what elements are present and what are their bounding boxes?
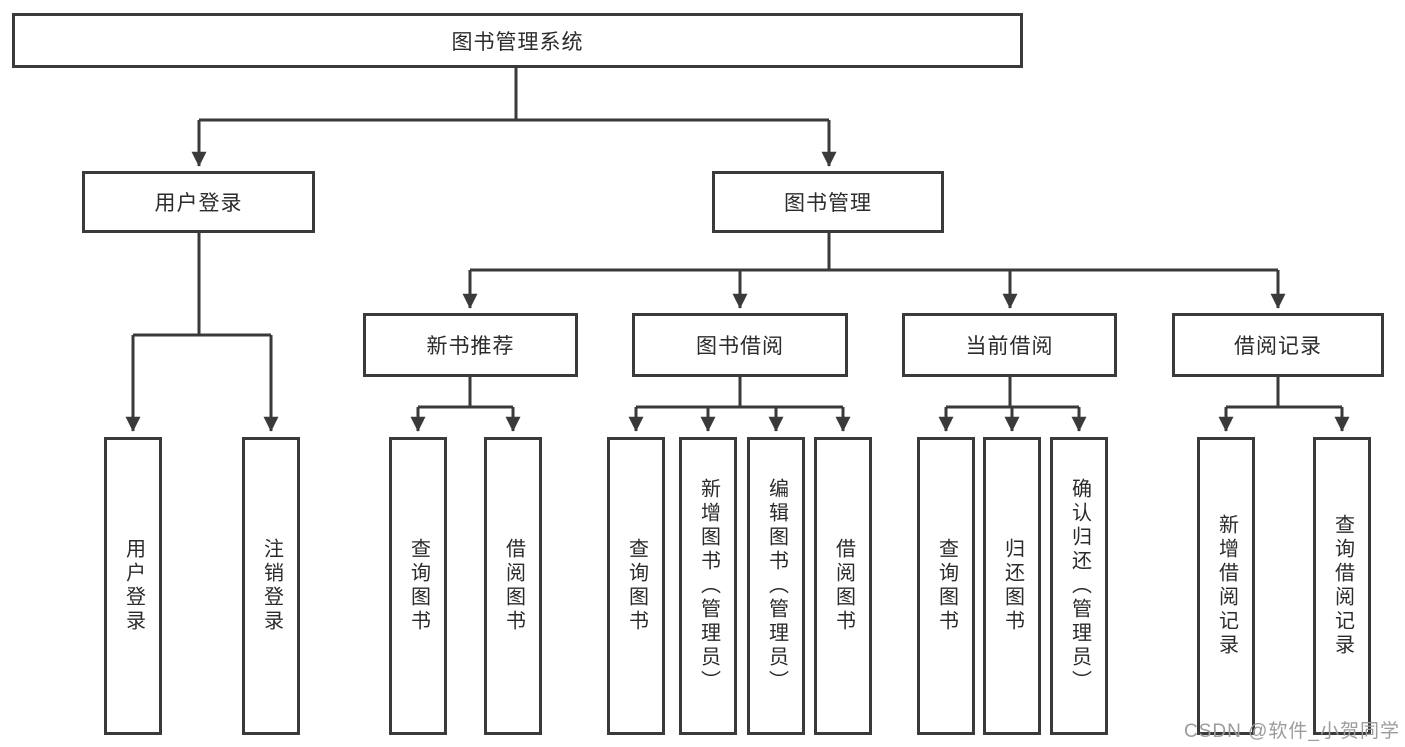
node-leaf-query-book-recommend: 查询图书 <box>389 437 447 735</box>
wire-root-drop <box>199 68 829 122</box>
node-leaf-query-borrow-record: 查询借阅记录 <box>1313 437 1371 735</box>
wire-user-login-split <box>133 233 271 337</box>
node-leaf-borrow-book-recommend: 借阅图书 <box>484 437 542 735</box>
wire-book-mgmt-split <box>470 233 1278 272</box>
node-leaf-borrow-book: 借阅图书 <box>814 437 872 735</box>
node-book-borrow: 图书借阅 <box>632 313 848 377</box>
node-book-management: 图书管理 <box>712 171 944 233</box>
node-leaf-logout: 注销登录 <box>242 437 300 735</box>
node-current-borrow: 当前借阅 <box>902 313 1117 377</box>
csdn-watermark: CSDN @软件_小贺同学 <box>1184 721 1400 742</box>
node-leaf-user-login: 用户登录 <box>104 437 162 735</box>
node-leaf-query-book-borrow: 查询图书 <box>607 437 665 735</box>
node-new-book-recommend: 新书推荐 <box>363 313 578 377</box>
node-leaf-add-book-admin: 新增图书（管理员） <box>679 437 737 735</box>
node-leaf-return-book: 归还图书 <box>983 437 1041 735</box>
node-leaf-confirm-return-admin: 确认归还（管理员） <box>1050 437 1108 735</box>
wire-current-split <box>946 377 1079 409</box>
node-leaf-edit-book-admin: 编辑图书（管理员） <box>747 437 805 735</box>
wire-new-rec-split <box>418 377 513 409</box>
node-borrow-records: 借阅记录 <box>1172 313 1384 377</box>
node-leaf-query-book-current: 查询图书 <box>917 437 975 735</box>
wire-book-borrow-split <box>636 377 843 409</box>
node-leaf-add-borrow-record: 新增借阅记录 <box>1197 437 1255 735</box>
wire-records-split <box>1226 377 1342 409</box>
node-user-login: 用户登录 <box>82 171 315 233</box>
node-root-system: 图书管理系统 <box>12 13 1023 68</box>
